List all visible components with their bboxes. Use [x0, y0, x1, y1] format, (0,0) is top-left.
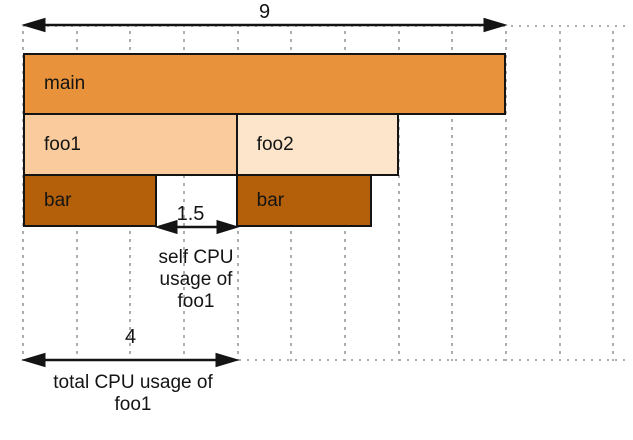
- self-foo1-caption: self CPU usage of foo1: [126, 247, 266, 313]
- frame-bar: bar: [235, 174, 372, 227]
- total-width-value: 9: [258, 1, 271, 23]
- frame-foo1: foo1: [23, 113, 238, 176]
- grid-line-horizontal-bottom: [23, 359, 629, 361]
- grid-line-vertical: [451, 31, 454, 361]
- frame-label: main: [44, 73, 86, 94]
- frame-label: foo2: [256, 133, 294, 155]
- frame-foo2: foo2: [235, 113, 399, 176]
- frame-bar: bar: [23, 174, 158, 227]
- grid-line-vertical: [612, 31, 615, 361]
- grid-line-vertical: [558, 31, 561, 361]
- total-foo1-value: 4: [124, 326, 137, 348]
- caption-line: foo1: [177, 291, 215, 312]
- caption-line: self CPU: [158, 247, 234, 268]
- caption-line: usage of: [159, 269, 233, 290]
- caption-line: foo1: [114, 394, 152, 415]
- frame-main: main: [23, 53, 507, 115]
- total-foo1-caption: total CPU usage of foo1: [38, 372, 228, 416]
- frame-label: bar: [256, 189, 285, 211]
- frame-label: bar: [44, 189, 72, 211]
- frame-label: foo1: [44, 133, 81, 155]
- self-foo1-value: 1.5: [176, 203, 205, 225]
- grid-line-vertical: [397, 31, 400, 361]
- grid-line-vertical: [505, 31, 508, 361]
- caption-line: total CPU usage of: [53, 372, 213, 393]
- grid-line-vertical: [183, 31, 185, 361]
